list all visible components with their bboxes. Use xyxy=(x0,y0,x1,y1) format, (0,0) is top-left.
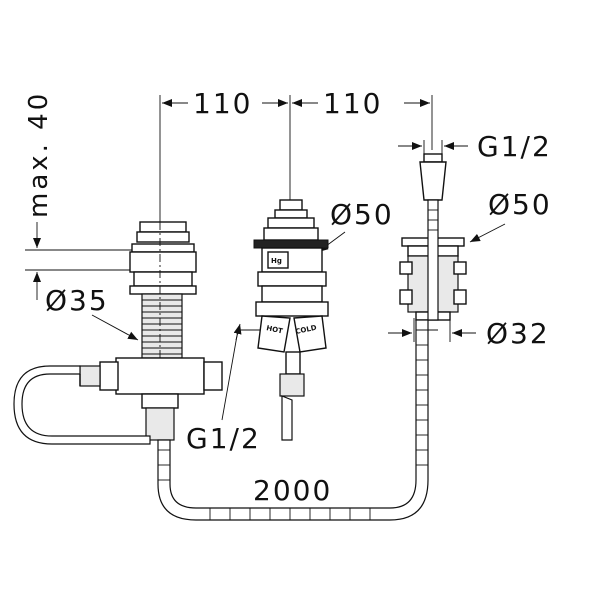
hot-handle xyxy=(257,315,291,353)
leader-d50-flange xyxy=(469,223,506,243)
dim-d35-label: Ø35 xyxy=(45,284,109,317)
dim-max40-label: max. 40 xyxy=(24,91,54,218)
dim-110-left-label: 110 xyxy=(193,87,252,120)
loop-hose xyxy=(13,365,151,445)
leader-g12-bottom xyxy=(221,329,262,421)
hot-label: HOT xyxy=(266,324,284,335)
dimension-110-left xyxy=(159,95,291,225)
dim-d32-label: Ø32 xyxy=(486,317,550,350)
cold-handle xyxy=(293,315,327,353)
dimension-110-right xyxy=(292,95,433,150)
dimension-max40 xyxy=(25,222,140,300)
dim-110-right-label: 110 xyxy=(323,87,382,120)
leader-d35 xyxy=(91,314,139,341)
dim-d50-valve-label: Ø50 xyxy=(330,198,394,231)
dim-g12-top-label: G1/2 xyxy=(477,130,552,163)
dim-d50-flange-label: Ø50 xyxy=(488,188,552,221)
dim-g12-bottom-label: G1/2 xyxy=(186,422,261,455)
dimension-d32 xyxy=(388,318,476,342)
badge-text: Hg xyxy=(271,257,282,265)
left-body-assembly xyxy=(129,221,197,420)
center-mixer-valve: Hg HOT COLD xyxy=(253,199,329,441)
flexible-hose xyxy=(157,199,439,521)
dim-2000-label: 2000 xyxy=(253,474,332,507)
